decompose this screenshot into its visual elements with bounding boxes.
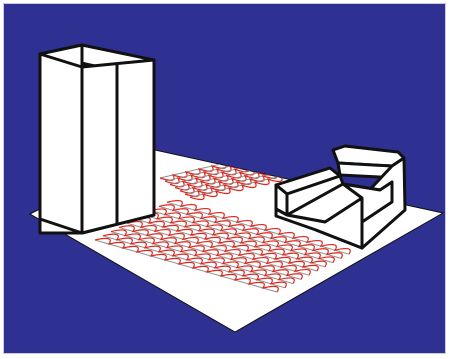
heating-wire [166, 199, 351, 255]
heating-wire [126, 220, 311, 276]
heating-wire [102, 233, 287, 289]
heating-wire [118, 225, 303, 280]
armchair-icon [274, 144, 407, 250]
heating-wire [142, 212, 327, 268]
heating-wire [134, 216, 319, 272]
mesh-strip [118, 226, 302, 280]
heating-wire [94, 237, 279, 293]
mesh-strip [94, 239, 278, 293]
heating-wire [110, 229, 295, 284]
mesh-strip [150, 210, 334, 264]
heating-wire [150, 208, 335, 263]
mesh-strip [102, 235, 286, 289]
mesh-strip [166, 201, 350, 255]
mesh-strip [158, 205, 342, 259]
mesh-strip [142, 214, 326, 268]
heating-wire [158, 204, 343, 259]
mesh-strip [134, 218, 318, 272]
mesh-strip [110, 231, 294, 285]
tall-wardrobe-icon [38, 43, 156, 235]
mesh-strip [126, 222, 310, 276]
